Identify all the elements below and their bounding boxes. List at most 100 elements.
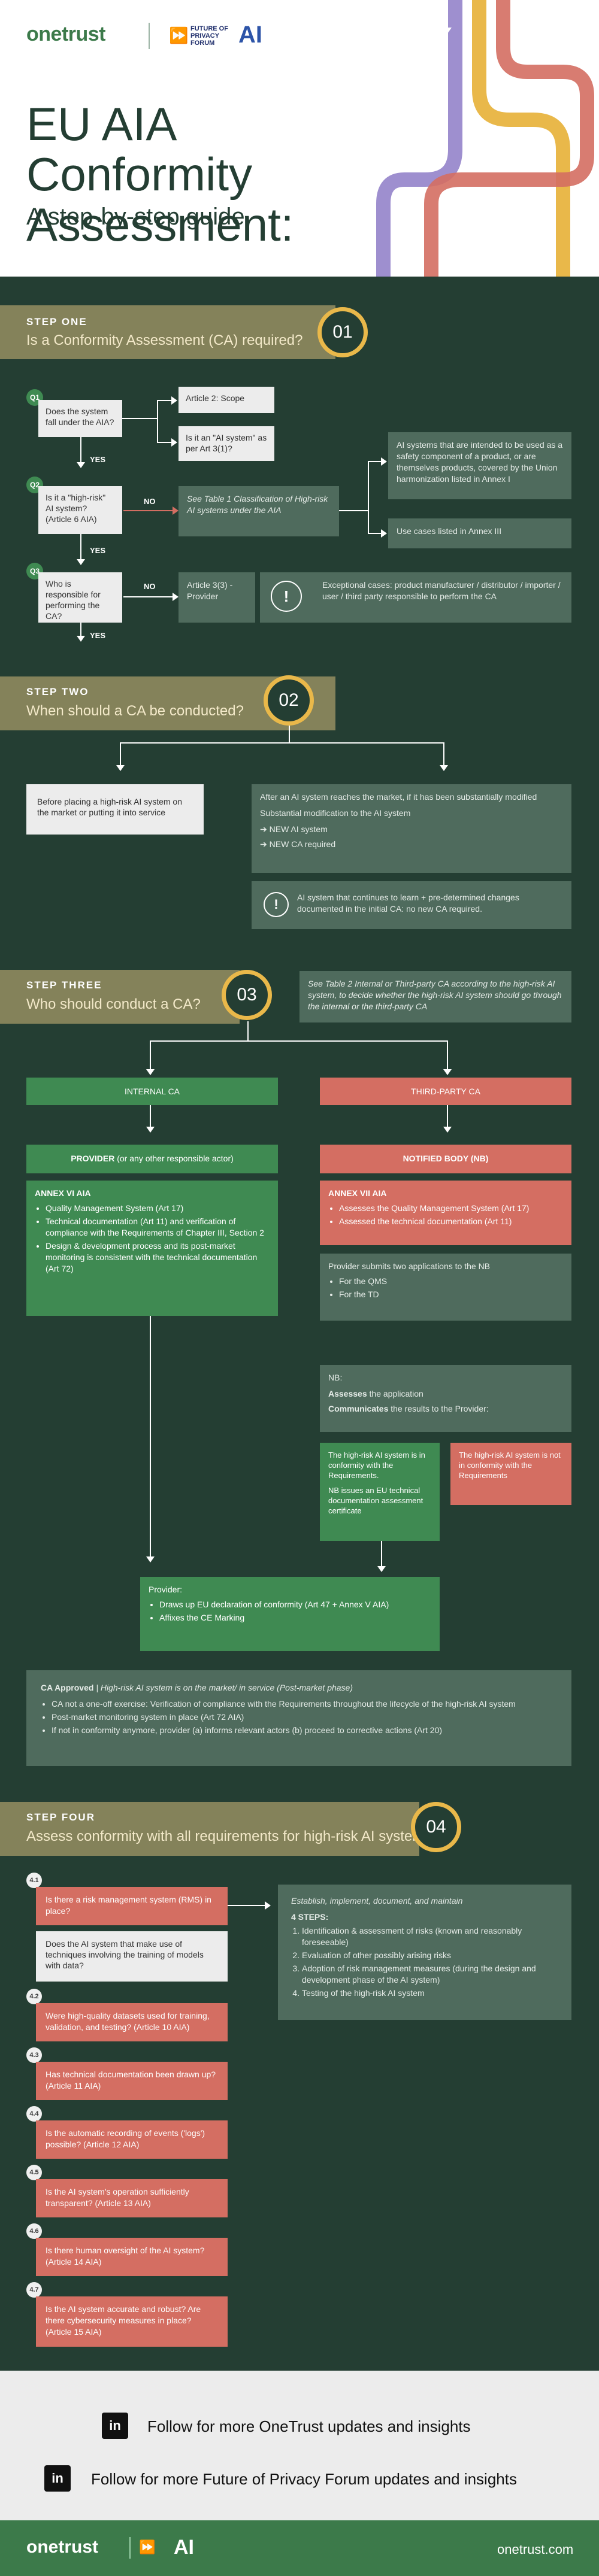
approved-sub: | High-risk AI system is on the market/ … [96,1683,353,1692]
list-item: Identification & assessment of risks (kn… [302,1925,558,1948]
yes-label: YES [90,631,106,640]
data-training-question: Does the AI system that make use of tech… [36,1931,228,1982]
arrow [146,1316,155,1562]
arrow [157,396,177,405]
list-item: Quality Management System (Art 17) [46,1203,270,1214]
list-item: CA not a one-off exercise: Verification … [52,1698,557,1710]
ai-logo: AI [174,2536,194,2559]
annex-7-list: Assesses the Quality Management System (… [328,1203,563,1227]
arrow-circle-icon: ➔ [260,839,267,849]
new-ca-text: NEW CA required [269,839,336,849]
yes-label: YES [90,546,106,555]
list-item: Design & development process and its pos… [46,1240,270,1275]
step-four-band [0,1802,419,1856]
annex-6-title: ANNEX VI AIA [35,1188,91,1198]
no-label: NO [144,582,156,591]
item-badge: 4.6 [26,2223,42,2239]
website-link[interactable]: onetrust.com [497,2542,574,2557]
fpf-logo-icon: ⏩ [139,2539,156,2554]
item-badge: 4.2 [26,1989,42,2004]
bottom-bar [0,2520,599,2576]
continuous-learning-box: AI system that continues to learn + pre-… [252,881,571,929]
connector [289,726,290,742]
applications-list: For the QMS For the TD [328,1276,563,1300]
internal-ca-header: INTERNAL CA [26,1078,278,1105]
annex-6-box: ANNEX VI AIA Quality Management System (… [26,1181,278,1316]
connector [157,400,158,442]
steps-label: 4 STEPS: [291,1912,329,1922]
approved-list: CA not a one-off exercise: Verification … [41,1698,557,1736]
step-two-label: STEP TWO [26,686,89,697]
step-three-label: STEP THREE [26,979,102,991]
list-item: For the TD [339,1289,563,1300]
ai-logo: AI [238,22,262,48]
step-two-question: When should a CA be conducted? [26,703,244,719]
linkedin-icon[interactable]: in [44,2465,71,2492]
no-label: NO [144,497,156,506]
divider [149,23,150,49]
arrow [77,437,85,468]
nb-applications-box: Provider submits two applications to the… [320,1254,571,1321]
item-badge: 4.3 [26,2047,42,2063]
fpf-logo-icon: ⏩ [169,26,189,44]
list-item: Testing of the high-risk AI system [302,1988,558,1999]
list-item: Assesses the Quality Management System (… [339,1203,563,1214]
communicates-strong: Communicates [328,1404,389,1413]
provider-declaration-box: Provider: Draws up EU declaration of con… [140,1577,440,1651]
notified-body-header: NOTIFIED BODY (NB) [320,1145,571,1173]
item-4-6: Is there human oversight of the AI syste… [36,2238,228,2276]
new-ca-row: ➔ NEW CA required [260,839,563,850]
arrow [157,438,177,447]
page-subtitle: A step-by-step guide [26,204,245,230]
list-item: Adoption of risk management measures (du… [302,1963,558,1986]
arrow [368,529,387,538]
step-one-question: Is a Conformity Assessment (CA) required… [26,332,303,348]
connector [368,461,369,533]
arrow [146,1105,155,1133]
page-title: EU AIA Conformity Assessment: [26,98,294,251]
conform-text: The high-risk AI system is in conformity… [328,1451,425,1480]
list-item: For the QMS [339,1276,563,1287]
follow-onetrust-link[interactable]: Follow for more OneTrust updates and ins… [147,2417,471,2435]
arrow [123,593,179,601]
follow-fpf-link[interactable]: Follow for more Future of Privacy Forum … [91,2470,517,2488]
step-one-number: 01 [317,307,368,357]
assesses-rest: the application [367,1389,423,1398]
annex-3-box: Use cases listed in Annex III [388,518,571,548]
substantial-mod-text: Substantial modification to the AI syste… [260,808,411,818]
arrow [146,1040,155,1075]
annex-7-title: ANNEX VII AIA [328,1188,387,1198]
arrow [77,623,85,642]
step-three-question: Who should conduct a CA? [26,996,201,1012]
conformity-box: The high-risk AI system is in conformity… [320,1443,440,1541]
provider-sub: (or any other responsible actor) [117,1154,234,1163]
provider-list: Draws up EU declaration of conformity (A… [149,1599,431,1624]
after-text: After an AI system reaches the market, i… [260,792,537,802]
list-item: Assessed the technical documentation (Ar… [339,1216,563,1227]
rms-steps-box: Establish, implement, document, and main… [278,1885,571,2020]
annex-6-list: Quality Management System (Art 17) Techn… [35,1203,270,1275]
item-4-2: Were high-quality datasets used for trai… [36,2003,228,2041]
follow-section [0,2371,599,2520]
annex-7-box: ANNEX VII AIA Assesses the Quality Manag… [320,1181,571,1245]
q3-box: Who is responsible for performing the CA… [38,572,122,623]
arrow [443,1105,452,1133]
non-conformity-box: The high-risk AI system is not in confor… [450,1443,571,1505]
learning-text: AI system that continues to learn + pre-… [297,893,519,914]
onetrust-logo: onetrust [26,2537,98,2557]
arrow [443,0,452,34]
item-badge: 4.5 [26,2165,42,2180]
item-badge: 4.7 [26,2282,42,2298]
step-three-band [0,970,240,1024]
linkedin-icon[interactable]: in [102,2413,128,2439]
step-one-label: STEP ONE [26,316,87,327]
new-ai-row: ➔ NEW AI system [260,824,563,835]
item-4-7: Is the AI system accurate and robust? Ar… [36,2296,228,2347]
communicates-rest: the results to the Provider: [388,1404,489,1413]
annex-1-box: AI systems that are intended to be used … [388,432,571,499]
q1-box: Does the system fall under the AIA? [38,400,122,437]
provider-box: Article 3(3) - Provider [179,572,255,623]
assesses-strong: Assesses [328,1389,367,1398]
